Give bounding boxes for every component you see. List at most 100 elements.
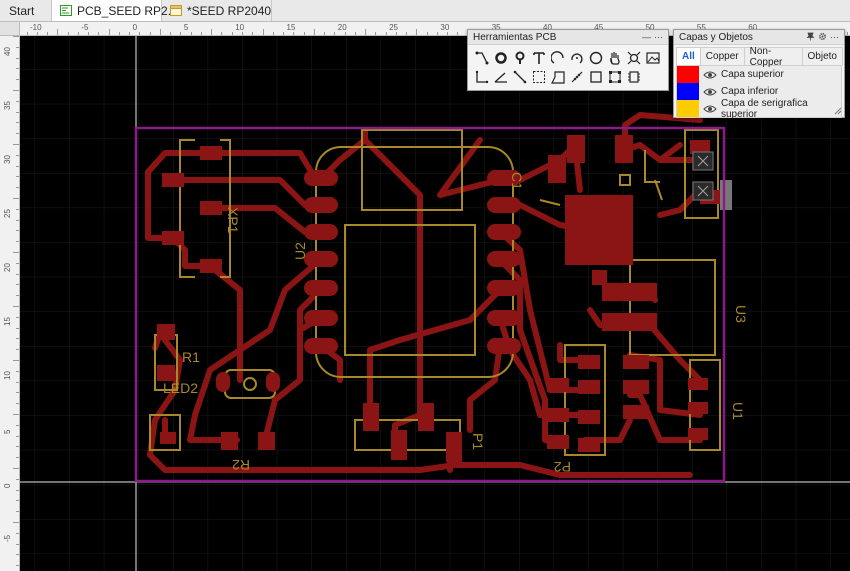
ruler-left-label: -5 <box>3 534 12 542</box>
ruler-tick <box>457 32 459 35</box>
pcb-tools-panel-header[interactable]: Herramientas PCB —··· <box>468 30 668 45</box>
hole-icon[interactable] <box>625 49 643 67</box>
layer-color-swatch[interactable] <box>677 66 699 83</box>
layer-color-swatch[interactable] <box>677 100 699 117</box>
ruler-tick <box>13 144 19 145</box>
ruler-top-label: 60 <box>748 23 758 32</box>
pin-icon[interactable] <box>806 32 815 43</box>
ruler-tick <box>67 32 69 35</box>
ruler-tick <box>416 29 418 35</box>
ruler-tick <box>293 32 295 35</box>
ruler-tick <box>447 32 449 35</box>
ruler-left-label: 30 <box>3 155 12 164</box>
ruler-tick <box>221 32 223 35</box>
pad-icon[interactable] <box>511 49 529 67</box>
label-led2: LED2 <box>163 380 198 396</box>
label-p1: P1 <box>470 433 486 450</box>
ruler-corner <box>0 22 20 36</box>
angle-icon[interactable] <box>492 68 510 86</box>
ruler-tick <box>16 543 19 545</box>
label-u3: U3 <box>733 305 749 323</box>
tab-copper[interactable]: Copper <box>699 47 745 65</box>
ruler-tick <box>13 36 19 37</box>
ruler-tick <box>36 32 38 35</box>
label-r2: R2 <box>232 457 250 473</box>
image-icon[interactable] <box>644 49 662 67</box>
ruler-top-label: 40 <box>543 23 552 32</box>
ruler-left-label: 20 <box>3 263 12 272</box>
ruler-tick <box>16 424 19 426</box>
ruler-tick <box>16 554 19 556</box>
arc-center-icon[interactable] <box>568 49 586 67</box>
tab-schematic-seed-label: *SEED RP2040 <box>187 3 272 18</box>
arc-icon[interactable] <box>549 49 567 67</box>
eye-icon[interactable] <box>703 70 717 80</box>
tab-non-copper[interactable]: Non-Copper <box>743 46 803 68</box>
ruler-tick <box>47 32 49 35</box>
more-icon[interactable]: ··· <box>654 32 663 42</box>
ruler-tick <box>385 32 387 35</box>
tab-pcb-seed[interactable]: PCB_SEED RP2... <box>52 0 178 21</box>
ruler-tick <box>16 273 19 275</box>
schematic-icon <box>170 5 182 16</box>
eye-icon[interactable] <box>703 104 717 114</box>
measure-icon[interactable] <box>511 68 529 86</box>
tab-all[interactable]: All <box>676 47 701 65</box>
layer-name: Capa de serigrafica superior <box>721 97 808 120</box>
ruler-tick <box>16 187 19 189</box>
layer-row-silkscreen[interactable]: Capa de serigrafica superior <box>677 97 841 120</box>
rect-select-icon[interactable] <box>530 68 548 86</box>
eye-icon[interactable] <box>703 87 717 97</box>
pan-hand-icon[interactable] <box>606 49 624 67</box>
ruler-tick <box>16 133 19 135</box>
ruler-tick <box>16 489 19 491</box>
label-u1: U1 <box>730 402 746 420</box>
pcb-canvas[interactable]: XP1 U2 C1 R1 LED2 R2 P1 P2 U1 U3 <box>20 36 850 571</box>
text-icon[interactable] <box>530 49 548 67</box>
ruler-top-label: 25 <box>389 23 398 32</box>
gear-icon[interactable] <box>818 32 827 43</box>
layers-panel-header[interactable]: Capas y Objetos ··· <box>674 30 844 45</box>
ruler-tick <box>98 32 100 35</box>
ruler-tick <box>16 165 19 167</box>
via-icon[interactable] <box>492 49 510 67</box>
ruler-tick <box>16 446 19 448</box>
minimize-icon[interactable]: — <box>642 32 651 42</box>
group-icon[interactable] <box>606 68 624 86</box>
ruler-tick <box>159 29 161 35</box>
layer-row-bottom[interactable]: Capa inferior <box>677 83 841 100</box>
layers-tabbar: All Copper Non-Copper Objeto <box>676 46 843 68</box>
more-icon[interactable]: ··· <box>830 32 839 42</box>
ruler-tick <box>13 90 19 91</box>
ruler-tick <box>16 68 19 70</box>
ruler-tick <box>16 295 19 297</box>
board-outline <box>134 126 726 483</box>
ruler-tick <box>16 435 19 437</box>
ruler-top-label: 30 <box>440 23 450 32</box>
dimension-icon[interactable] <box>473 68 491 86</box>
tab-start[interactable]: Start <box>0 0 52 21</box>
resize-grip-icon[interactable] <box>834 107 842 115</box>
ruler-left-label: 15 <box>3 317 12 326</box>
polygon-icon[interactable] <box>549 68 567 86</box>
tab-schematic-seed[interactable]: *SEED RP2040 <box>162 0 272 21</box>
ruler-tick <box>16 478 19 480</box>
track-icon[interactable] <box>473 49 491 67</box>
circle-icon[interactable] <box>587 49 605 67</box>
ruler-tick <box>16 532 19 534</box>
tab-objeto[interactable]: Objeto <box>801 47 843 65</box>
ruler-tick <box>88 32 90 35</box>
layer-row-top[interactable]: Capa superior <box>677 66 841 83</box>
layer-color-swatch[interactable] <box>677 83 699 100</box>
ruler-tick <box>16 457 19 459</box>
ruler-tick <box>16 327 19 329</box>
connect-icon[interactable] <box>568 68 586 86</box>
ruler-tick <box>324 32 326 35</box>
component-icon[interactable] <box>625 68 643 86</box>
ruler-tick <box>16 79 19 81</box>
rectangle-icon[interactable] <box>587 68 605 86</box>
tab-pcb-seed-label: PCB_SEED RP2... <box>77 3 178 18</box>
ruler-tick <box>303 32 305 35</box>
